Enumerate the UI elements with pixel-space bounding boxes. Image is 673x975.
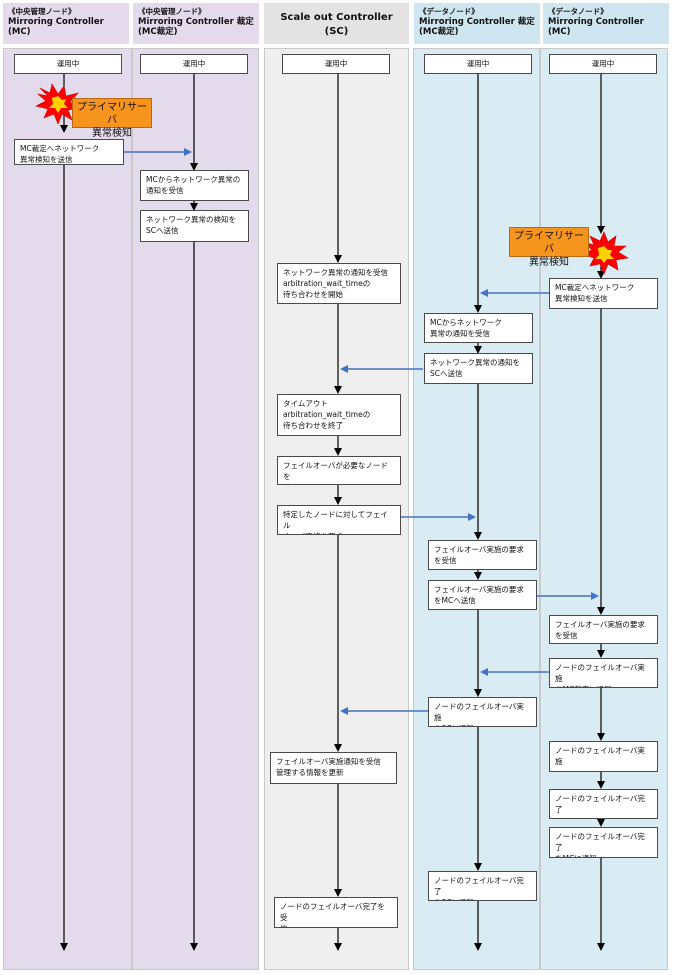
lane-name: Mirroring Controller 裁定 <box>138 17 254 27</box>
step-box: フェイルオーバ実施の要求 をMCへ送信 <box>428 580 537 610</box>
lane-sub: (MC) <box>8 27 31 37</box>
status-box-running: 運用中 <box>282 54 390 74</box>
step-box: ノードのフェイルオーバ完了 <box>549 789 658 819</box>
status-box-running: 運用中 <box>549 54 657 74</box>
step-box: ノードのフェイルオーバ実施 をSCに通知 <box>428 697 537 727</box>
step-box: フェイルオーバが必要なノードを 特定 <box>277 456 401 485</box>
step-box: ノードのフェイルオーバ完了 をSCに通知 <box>428 871 537 901</box>
primary-server-alarm-left: プライマリサーバ 異常検知 <box>72 98 152 139</box>
lane-header-mc-data: 《データノード》 Mirroring Controller (MC) <box>543 3 669 44</box>
burst-icon-right <box>581 231 629 275</box>
step-box: フェイルオーバ実施の要求 を受信 <box>428 540 537 570</box>
status-box-running: 運用中 <box>424 54 532 74</box>
status-box-running: 運用中 <box>140 54 248 74</box>
step-box: ノードのフェイルオーバ完了を受 信 <box>274 897 398 928</box>
message-arrows <box>124 148 599 715</box>
lane-mcarb-central-bg <box>132 48 259 970</box>
step-box: ノードのフェイルオーバ完了 をMCに通知 <box>549 827 658 858</box>
lane-sub: (SC) <box>324 26 349 37</box>
step-box: ノードのフェイルオーバ実施 をMC裁定に通知 <box>549 658 658 688</box>
step-box: 特定したノードに対してフェイル オーバ実施を要求 <box>277 505 401 535</box>
lane-header-mc-central: 《中央管理ノード》 Mirroring Controller (MC) <box>3 3 129 44</box>
lane-tag: 《データノード》 <box>419 7 479 16</box>
lane-header-mcarb-data: 《データノード》 Mirroring Controller 裁定 (MC裁定) <box>414 3 540 44</box>
step-box: フェイルオーバ実施の要求 を受信 <box>549 615 658 644</box>
lane-sub: (MC裁定) <box>138 27 178 37</box>
lane-sub: (MC裁定) <box>419 27 459 37</box>
step-box: MCからネットワーク 異常の通知を受信 <box>424 313 533 343</box>
step-box: MC裁定へネットワーク 異常検知を送信 <box>549 278 658 309</box>
step-box: ネットワーク異常の通知を受信 arbitration_wait_timeの 待ち… <box>277 263 401 304</box>
lane-name: Mirroring Controller <box>548 17 644 27</box>
lane-sub: (MC) <box>548 27 571 37</box>
lane-header-sc: Scale out Controller (SC) <box>264 3 409 44</box>
lane-tag: 《中央管理ノード》 <box>8 7 76 16</box>
lane-tag: 《データノード》 <box>548 7 608 16</box>
lifelines <box>60 74 605 951</box>
step-box: MCからネットワーク異常の 通知を受信 <box>140 170 249 201</box>
primary-server-alarm-right: プライマリサーバ 異常検知 <box>509 227 589 268</box>
lane-mc-central-bg <box>3 48 132 970</box>
step-box: タイムアウト arbitration_wait_timeの 待ち合わせを終了 <box>277 394 401 436</box>
status-box-running: 運用中 <box>14 54 122 74</box>
lane-name: Scale out Controller <box>280 12 393 23</box>
step-box: フェイルオーバ実施通知を受信 管理する情報を更新 <box>270 752 397 784</box>
lane-name: Mirroring Controller <box>8 17 104 27</box>
step-box: MC裁定へネットワーク 異常検知を送信 <box>14 139 124 165</box>
step-box: ネットワーク異常の検知を SCへ送信 <box>140 210 249 242</box>
lane-name: Mirroring Controller 裁定 <box>419 17 535 27</box>
step-box: ネットワーク異常の通知を SCへ送信 <box>424 353 533 384</box>
lane-tag: 《中央管理ノード》 <box>138 7 206 16</box>
lane-mcarb-data-bg <box>413 48 540 970</box>
lane-header-mcarb-central: 《中央管理ノード》 Mirroring Controller 裁定 (MC裁定) <box>133 3 259 44</box>
step-box: ノードのフェイルオーバ実施 <box>549 741 658 772</box>
